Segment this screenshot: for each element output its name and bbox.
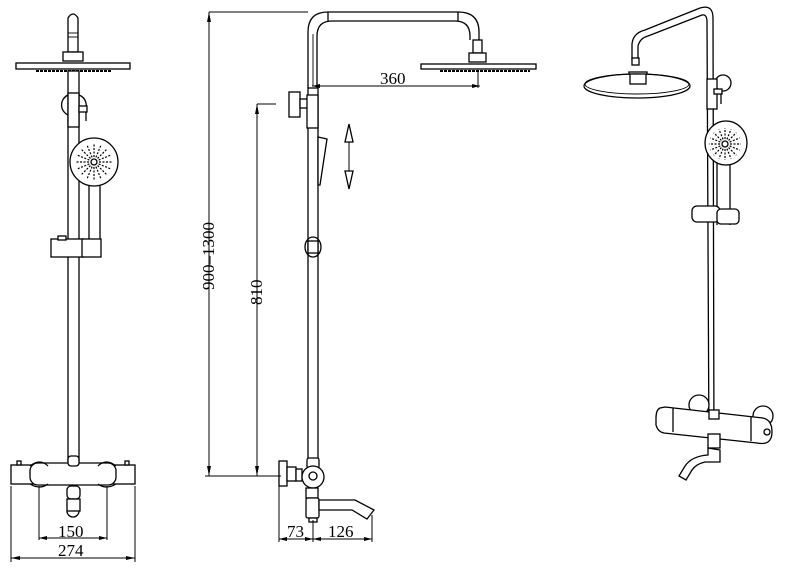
spray-nozzle-line	[95, 166, 102, 180]
side-riser-pole	[307, 87, 319, 461]
side-bath-spout	[318, 499, 375, 520]
side-view: 360	[199, 11, 537, 542]
front-thermostatic-valve	[10, 455, 136, 518]
spray-nozzle-line	[98, 163, 112, 170]
spray-nozzle-line	[80, 148, 91, 159]
perspective-overhead-arm	[631, 6, 715, 456]
spray-nozzle-line	[86, 166, 93, 180]
spray-nozzle-line	[729, 137, 741, 143]
spray-nozzle-line	[728, 132, 737, 141]
spray-nozzle-line	[97, 148, 108, 159]
perspective-slider-bracket	[691, 205, 721, 223]
side-diverter-knob	[288, 91, 301, 118]
spray-nozzle-line	[76, 163, 90, 170]
side-rain-shower-head	[420, 63, 537, 70]
dimension-150: 150	[38, 486, 108, 541]
spray-nozzle-line	[95, 144, 102, 158]
front-rain-shower-head	[15, 62, 131, 70]
side-thermostatic-valve	[278, 457, 375, 523]
spray-nozzle-line	[98, 154, 112, 161]
perspective-view	[583, 6, 774, 481]
spray-nozzle-line	[729, 145, 741, 151]
dimension-label-150: 150	[58, 522, 84, 541]
dimension-label-274: 274	[58, 541, 84, 560]
spray-nozzle-line	[728, 147, 737, 156]
dimension-900-1300: 900–1300	[199, 11, 308, 477]
dimension-label-360: 360	[380, 69, 406, 88]
spray-nozzle-line	[80, 165, 91, 176]
side-hand-shower	[317, 136, 328, 186]
perspective-hand-shower-spray-pattern	[709, 128, 741, 160]
spray-nozzle-line	[726, 148, 732, 160]
dimension-label-900-1300: 900–1300	[199, 222, 218, 290]
dimension-label-126: 126	[328, 522, 354, 541]
side-overhead-arm	[307, 11, 480, 88]
dimension-274: 274	[10, 486, 136, 562]
front-riser-pole	[67, 70, 80, 462]
spray-nozzle-line	[718, 148, 724, 160]
side-slider-bracket	[304, 236, 322, 258]
spray-nozzle-line	[76, 154, 90, 161]
dimension-label-810: 810	[247, 280, 266, 306]
spray-nozzle-line	[709, 145, 721, 151]
front-view: 150 274	[10, 13, 136, 562]
dimension-810: 810	[247, 103, 276, 476]
dimension-360: 360	[312, 69, 480, 88]
spray-nozzle-line	[713, 132, 722, 141]
spray-nozzle-line	[97, 165, 108, 176]
perspective-thermostatic-valve	[655, 394, 774, 481]
spray-nozzle-line	[709, 137, 721, 143]
spray-nozzle-line	[718, 128, 724, 140]
front-diverter	[60, 94, 69, 116]
spray-nozzle-line	[713, 147, 722, 156]
front-slider-bracket	[50, 238, 85, 258]
perspective-bath-spout	[678, 447, 721, 481]
dimension-label-73: 73	[287, 522, 304, 541]
front-hand-shower-spray-pattern	[75, 143, 113, 181]
dimension-73-126: 73 126	[278, 486, 373, 542]
spray-nozzle-line	[86, 144, 93, 158]
spray-nozzle-line	[726, 128, 732, 140]
height-adjustable-arrow-icon	[344, 123, 354, 190]
